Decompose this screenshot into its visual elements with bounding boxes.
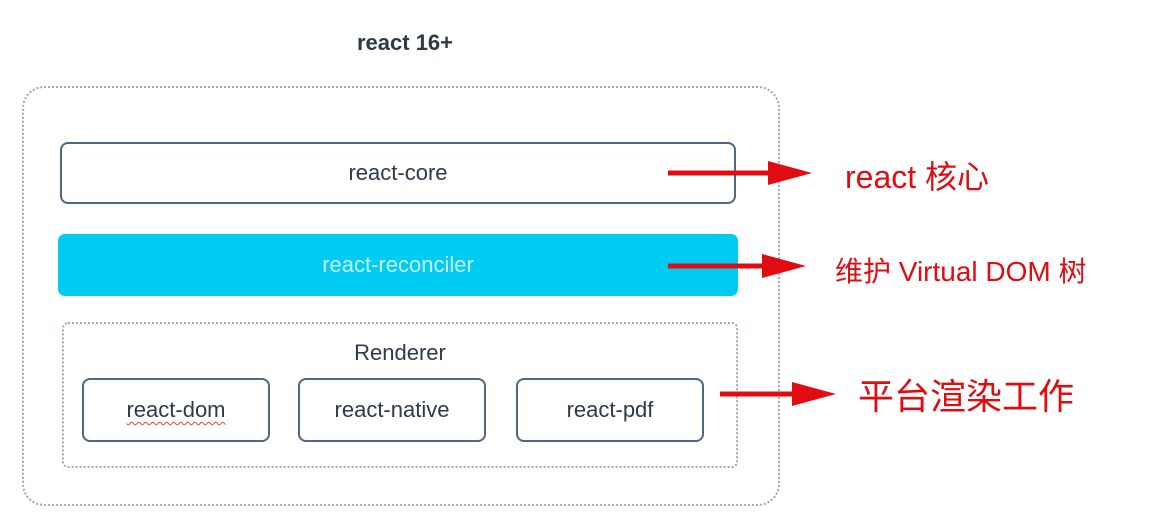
renderer-group-label: Renderer [354, 340, 446, 365]
react-dom-node: react-dom [82, 378, 270, 442]
arrow-reconciler [668, 254, 806, 278]
arrow-core [668, 161, 812, 185]
react-architecture-container [22, 86, 780, 506]
react-native-node: react-native [298, 378, 486, 442]
arrow-renderer [720, 382, 836, 406]
react-core-label: react-core [348, 160, 448, 185]
react-pdf-node: react-pdf [516, 378, 704, 442]
annotation-reconciler: 维护 Virtual DOM 树 [835, 256, 1087, 287]
react-reconciler-node: react-reconciler [58, 234, 738, 296]
react-dom-label: react-dom [126, 397, 226, 422]
annotation-renderer: 平台渲染工作 [858, 376, 1075, 417]
react-pdf-label: react-pdf [566, 397, 654, 422]
react-core-node: react-core [60, 142, 736, 204]
react-native-label: react-native [334, 397, 450, 422]
diagram-title: react 16+ [356, 30, 454, 55]
annotation-react-core: react 核心 [845, 159, 990, 195]
react-reconciler-label: react-reconciler [322, 252, 474, 277]
